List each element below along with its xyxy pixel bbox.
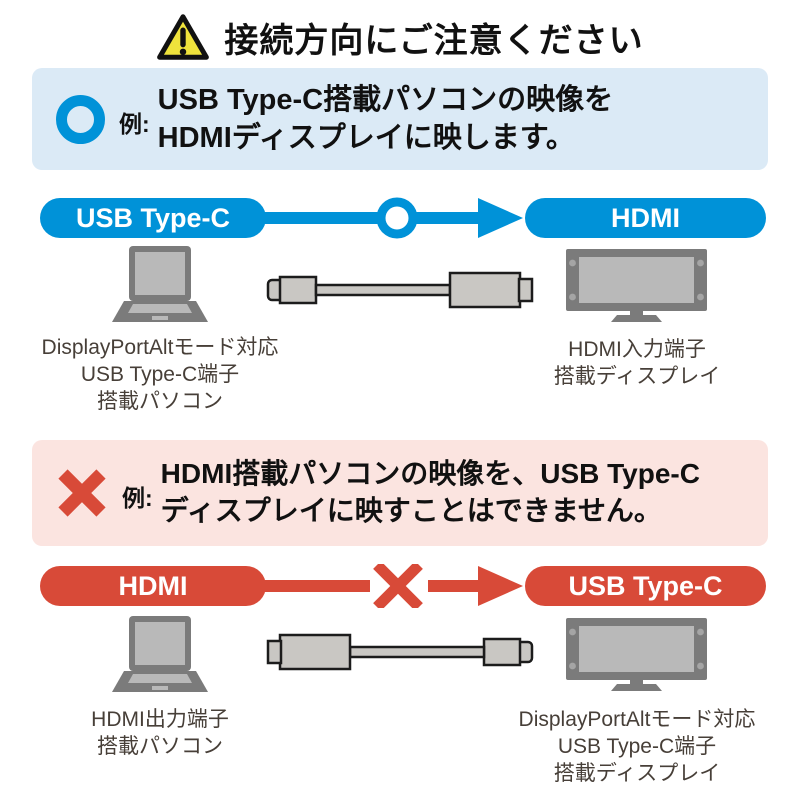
monitor-icon — [566, 618, 707, 691]
bad-example-text: HDMI搭載パソコンの映像を、USB Type-C ディスプレイに映すことはでき… — [161, 456, 700, 530]
bad-example-line2: ディスプレイに映すことはできません。 — [160, 495, 662, 526]
good-example-box: 例: USB Type-C搭載パソコンの映像を HDMIディスプレイに映します。 — [32, 68, 768, 170]
warning-triangle-icon — [157, 14, 210, 60]
header: 接続方向にご注意ください — [0, 12, 800, 62]
ng-cross-icon — [58, 469, 106, 517]
good-target-pill: HDMI — [525, 198, 766, 238]
usbc-to-hdmi-cable-icon — [266, 271, 534, 309]
hdmi-to-usbc-cable-icon — [266, 633, 534, 671]
good-example-text: USB Type-C搭載パソコンの映像を HDMIディスプレイに映します。 — [158, 81, 613, 158]
good-flow-row: USB Type-C HDMI — [0, 196, 800, 240]
caption-line: 搭載パソコン — [97, 735, 223, 758]
caption-line: USB Type-C端子 — [557, 735, 717, 758]
good-source-pill: USB Type-C — [40, 198, 266, 238]
page-title: 接続方向にご注意ください — [224, 21, 644, 60]
bad-source-pill: HDMI — [40, 566, 266, 606]
ok-circle-icon — [56, 94, 105, 144]
bad-example-line1: HDMI搭載パソコンの映像を、USB Type-C — [160, 458, 700, 490]
bad-flow-arrow-icon — [252, 564, 523, 608]
caption-line: USB Type-C端子 — [80, 363, 240, 386]
good-flow-arrow-icon — [252, 197, 523, 239]
laptop-icon — [112, 246, 208, 322]
good-example-line2: HDMIディスプレイに映します。 — [157, 122, 575, 154]
bad-target-caption: DisplayPortAltモード対応 USB Type-C端子 搭載ディスプレ… — [492, 706, 782, 787]
caption-line: DisplayPortAltモード対応 — [518, 708, 756, 731]
monitor-icon — [566, 249, 707, 322]
caption-line: HDMI入力端子 — [568, 338, 706, 361]
bad-flow-row: HDMI USB Type-C — [0, 564, 800, 608]
example-prefix: 例: — [119, 111, 150, 137]
laptop-icon — [112, 616, 208, 692]
bad-source-caption: HDMI出力端子 搭載パソコン — [15, 706, 305, 760]
example-prefix: 例: — [122, 485, 153, 511]
bad-example-box: 例: HDMI搭載パソコンの映像を、USB Type-C ディスプレイに映すこと… — [32, 440, 768, 546]
caption-line: 搭載パソコン — [97, 390, 223, 413]
caption-line: 搭載ディスプレイ — [553, 365, 721, 388]
bad-target-pill: USB Type-C — [525, 566, 766, 606]
caption-line: 搭載ディスプレイ — [553, 762, 721, 785]
good-source-caption: DisplayPortAltモード対応 USB Type-C端子 搭載パソコン — [15, 334, 305, 415]
good-example-line1: USB Type-C搭載パソコンの映像を — [157, 83, 614, 116]
caption-line: HDMI出力端子 — [91, 708, 229, 731]
good-target-caption: HDMI入力端子 搭載ディスプレイ — [492, 336, 782, 390]
caption-line: DisplayPortAltモード対応 — [41, 336, 279, 359]
